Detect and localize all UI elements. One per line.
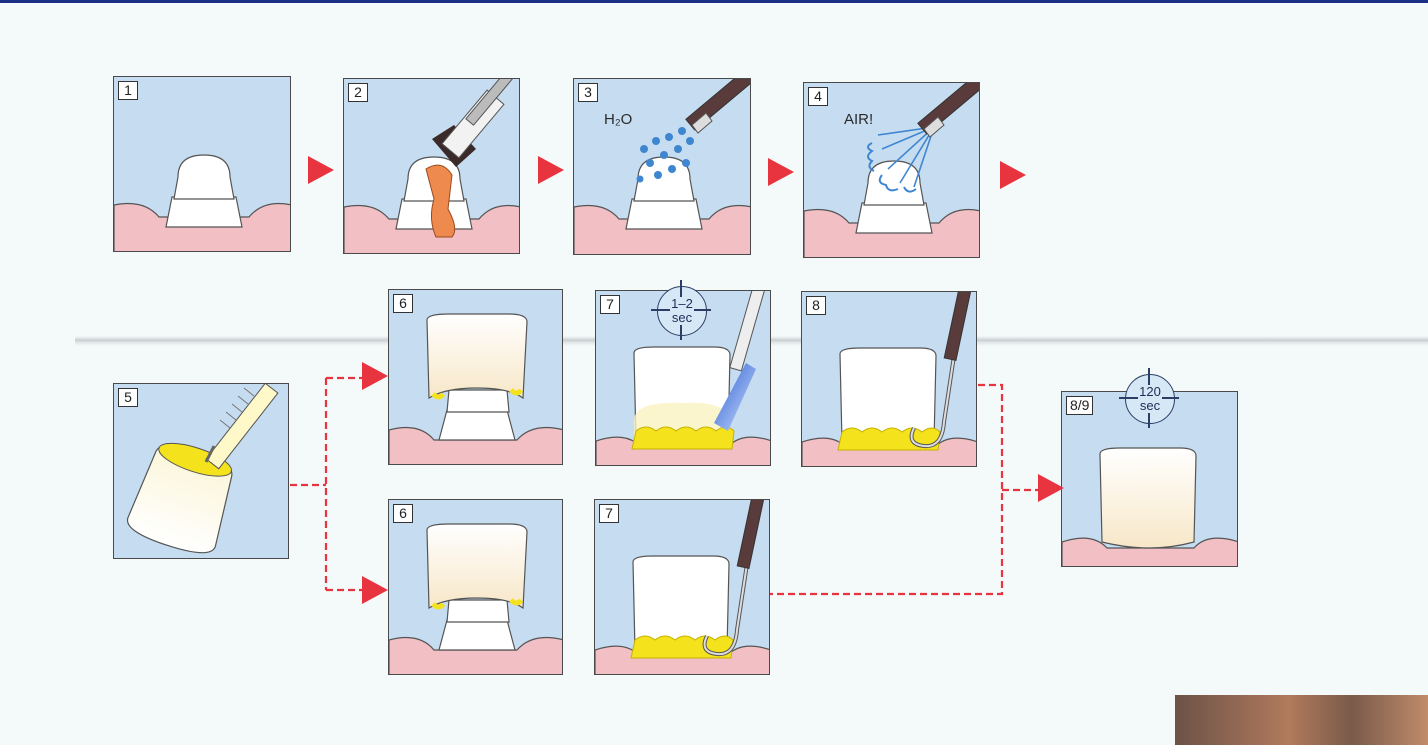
flow-arrow (538, 156, 564, 184)
rinse-with-water-illustration (574, 79, 751, 255)
timer-value: 120 (1138, 385, 1162, 399)
water-label: H₂O (604, 111, 632, 128)
etching-brush-illustration (344, 79, 520, 254)
flow-arrow (1000, 161, 1026, 189)
step-7-lower-panel: 7 (594, 499, 770, 675)
step-8-panel: 8 (801, 291, 977, 467)
step-number: 6 (393, 294, 413, 313)
flow-arrow (362, 362, 388, 390)
step-number: 4 (808, 87, 828, 106)
timer-unit: sec (1139, 399, 1161, 413)
step-5-panel: 5 (113, 383, 289, 559)
flow-arrow (362, 576, 388, 604)
air-drying-illustration (804, 83, 980, 258)
flow-arrow (768, 158, 794, 186)
timer-1-2-sec-icon: 1–2 sec (657, 286, 707, 336)
step-2-panel: 2 (343, 78, 520, 254)
prepared-tooth-illustration (114, 77, 291, 252)
step-number: 8/9 (1066, 396, 1093, 415)
timer-120-sec-icon: 120 sec (1125, 374, 1175, 424)
timer-value: 1–2 (670, 297, 694, 311)
veneer-placement-illustration (389, 290, 563, 465)
step-number: 3 (578, 83, 598, 102)
step-number: 6 (393, 504, 413, 523)
step-3-panel: 3 H₂O (573, 78, 751, 255)
top-border-bar (0, 0, 1428, 3)
flow-arrow (308, 156, 334, 184)
step-number: 2 (348, 83, 368, 102)
step-number: 5 (118, 388, 138, 407)
veneer-cement-application-illustration (114, 384, 289, 559)
air-label: AIR! (844, 111, 873, 128)
photo-corner (1175, 695, 1428, 745)
step-4-panel: 4 AIR! (803, 82, 980, 258)
timer-unit: sec (671, 311, 693, 325)
step-number: 7 (600, 295, 620, 314)
flow-arrow (1038, 474, 1064, 502)
step-number: 8 (806, 296, 826, 315)
excess-removal-illustration (595, 500, 770, 675)
step-number: 1 (118, 81, 138, 100)
veneer-placement-illustration (389, 500, 563, 675)
step-6-upper-panel: 6 (388, 289, 563, 465)
step-number: 7 (599, 504, 619, 523)
excess-removal-illustration (802, 292, 977, 467)
step-6-lower-panel: 6 (388, 499, 563, 675)
step-1-panel: 1 (113, 76, 291, 252)
